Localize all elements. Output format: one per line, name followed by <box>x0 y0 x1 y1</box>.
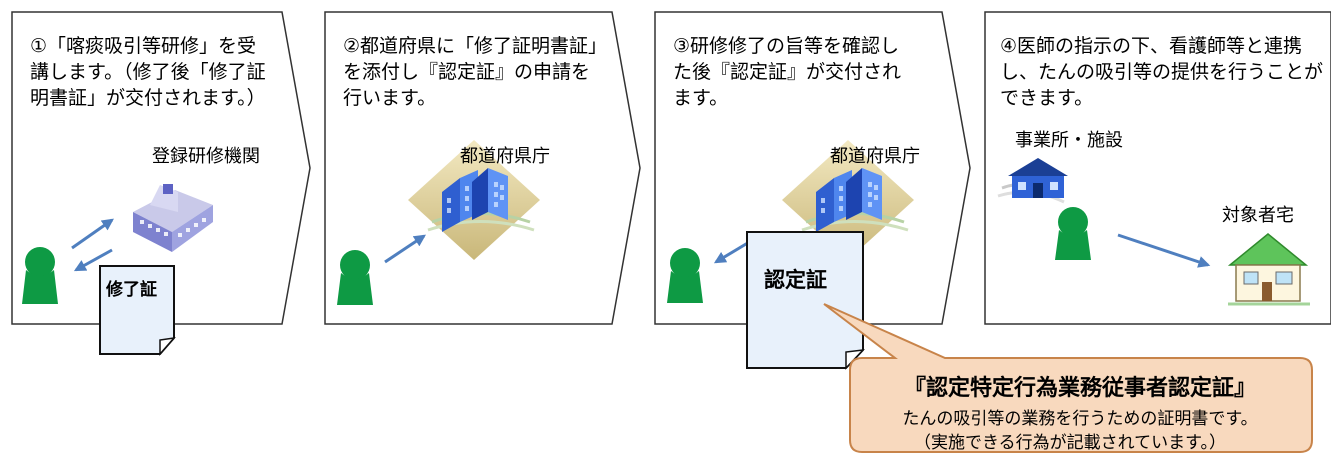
callout-note: （実施できる行為が記載されています。） <box>914 433 1226 453</box>
step-3-text: ③研修修了の旨等を確認した後『認定証』が交付されます。 <box>673 35 902 109</box>
step-4-destination-label: 対象者宅 <box>1222 205 1294 226</box>
step-1-text: ①「喀痰吸引等研修」を受講します。（修了後「修了証明書証」が交付されます。） <box>30 35 266 109</box>
step-2-location-label: 都道府県庁 <box>460 146 550 167</box>
step-3-location-label: 都道府県庁 <box>830 146 920 167</box>
completion-certificate-label: 修了証 <box>106 280 157 300</box>
callout-title: 『認定特定行為業務従事者認定証』 <box>903 376 1256 401</box>
step-panel-1 <box>11 11 311 325</box>
completion-certificate-icon <box>99 265 176 356</box>
arrow-to-office <box>384 234 426 264</box>
facility-icon <box>997 158 1068 204</box>
callout-description: たんの吸引等の業務を行うための証明書です。 <box>902 409 1258 429</box>
step-panel-3 <box>654 11 971 325</box>
person-icon <box>667 248 703 303</box>
certification-document-label: 認定証 <box>764 267 827 292</box>
prefectural-office-icon <box>782 140 914 260</box>
prefectural-office-icon <box>408 140 540 260</box>
person-icon <box>337 250 373 305</box>
person-icon <box>1055 207 1091 260</box>
step-1-location-label: 登録研修機関 <box>152 146 260 167</box>
step-2-text: ②都道府県に「修了証明書証」を添付し『認定証』の申請を行います。 <box>343 35 608 109</box>
arrow-to-institution <box>71 218 114 250</box>
home-icon <box>1227 233 1310 306</box>
step-4-text: ④医師の指示の下、看護師等と連携し、たんの吸引等の提供を行うことができます。 <box>1000 35 1324 109</box>
training-institution-icon <box>133 184 213 252</box>
callout-bubble <box>823 303 1313 453</box>
certification-document-icon <box>746 231 865 370</box>
arrow-from-institution <box>73 248 113 272</box>
step-4-location-label: 事業所・施設 <box>1015 130 1123 151</box>
arrow-to-home <box>1117 233 1211 268</box>
person-icon <box>22 247 58 304</box>
